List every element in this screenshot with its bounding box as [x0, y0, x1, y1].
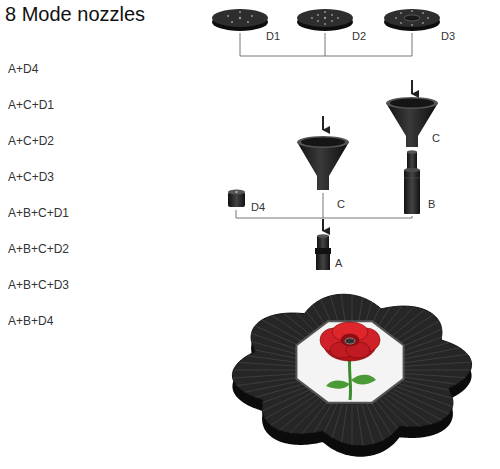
combo-label: A+B+C+D2	[8, 242, 69, 256]
cell-line	[352, 405, 353, 465]
cell-line	[401, 351, 489, 363]
part-label: D1	[266, 30, 280, 43]
part-label: A	[335, 257, 342, 270]
cell-line	[223, 383, 306, 406]
assembly-arrow	[322, 116, 324, 130]
rose-window	[296, 321, 403, 402]
extension-tube	[404, 150, 420, 214]
assembly-bracket	[236, 193, 412, 218]
connector-piece	[315, 234, 331, 270]
cell-line	[376, 401, 418, 454]
rose-picture	[320, 322, 380, 400]
nozzle-discs	[212, 9, 440, 31]
funnel-nozzle	[386, 97, 438, 147]
assembly-arrow	[322, 219, 324, 231]
cell-line	[362, 404, 380, 463]
combo-label: A+C+D1	[8, 98, 54, 112]
cell-line	[398, 334, 481, 357]
cell-line	[229, 386, 308, 414]
cell-line	[357, 405, 366, 465]
part-label: D3	[441, 30, 455, 43]
cell-line	[400, 380, 486, 397]
cap-nozzle	[228, 190, 245, 208]
combo-label: A+C+D3	[8, 170, 54, 184]
assembly-arrow	[411, 80, 413, 94]
combo-label: A+C+D2	[8, 134, 54, 148]
cell-line	[244, 392, 314, 430]
cell-line	[286, 401, 328, 454]
cell-line	[402, 361, 492, 367]
cell-line	[384, 397, 441, 443]
cell-line	[215, 377, 303, 389]
cell-line	[213, 373, 303, 379]
combo-label: A+B+D4	[8, 314, 53, 328]
funnel-nozzle	[297, 136, 349, 190]
cell-line	[380, 399, 430, 449]
part-label: D2	[352, 30, 366, 43]
assembly-bracket	[240, 33, 412, 56]
cell-line	[394, 317, 469, 350]
solar-cells	[212, 275, 492, 465]
solar-fountain	[212, 275, 492, 465]
cell-line	[212, 370, 302, 371]
part-label: D4	[251, 201, 265, 214]
part-label: B	[428, 198, 435, 211]
combo-label: A+B+C+D3	[8, 278, 69, 292]
combo-label: A+D4	[8, 62, 38, 76]
part-label: C	[337, 198, 345, 211]
cell-line	[311, 403, 337, 460]
cell-line	[371, 402, 405, 457]
combo-label: A+B+C+D1	[8, 206, 69, 220]
title: 8 Mode nozzles	[5, 2, 145, 26]
part-label: C	[432, 132, 440, 145]
cell-line	[396, 386, 475, 414]
cell-line	[218, 342, 304, 359]
cell-line	[236, 389, 311, 422]
cell-line	[396, 325, 475, 353]
cell-line	[402, 370, 492, 371]
